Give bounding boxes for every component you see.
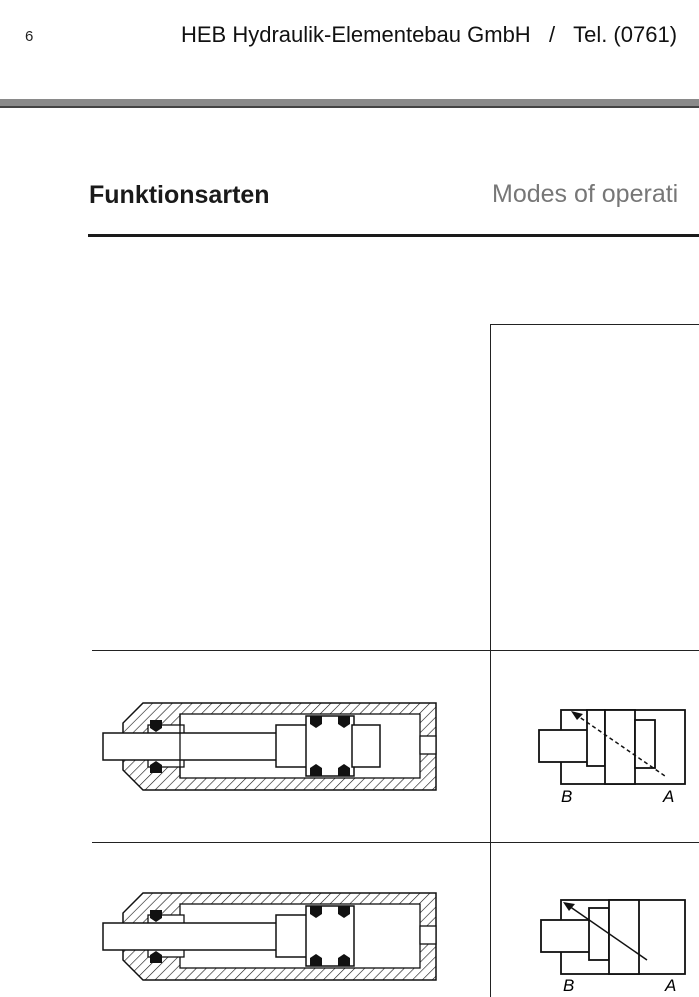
hydraulic-symbol-2: B A: [540, 899, 686, 995]
title-underline: [88, 234, 699, 237]
hydraulic-symbol-1: B A: [538, 709, 686, 806]
port-label-a-1: A: [662, 787, 674, 806]
port-label-a-2: A: [664, 976, 676, 995]
cylinder-section-drawing-2: [102, 892, 437, 981]
header-rule: [0, 99, 699, 108]
cylinder-section-drawing-1: [102, 702, 437, 791]
section-title-german: Funktionsarten: [89, 181, 270, 209]
table-header-top-border: [490, 324, 699, 325]
section-title-english: Modes of operati: [492, 180, 679, 208]
table-column-divider: [490, 324, 491, 997]
port-label-b-1: B: [561, 787, 572, 806]
company-header: HEB Hydraulik-Elementebau GmbH / Tel. (0…: [181, 22, 678, 47]
table-row-divider-2: [92, 842, 699, 843]
table-row-divider-1: [92, 650, 699, 651]
page-number: 6: [25, 28, 34, 45]
port-label-b-2: B: [563, 976, 574, 995]
